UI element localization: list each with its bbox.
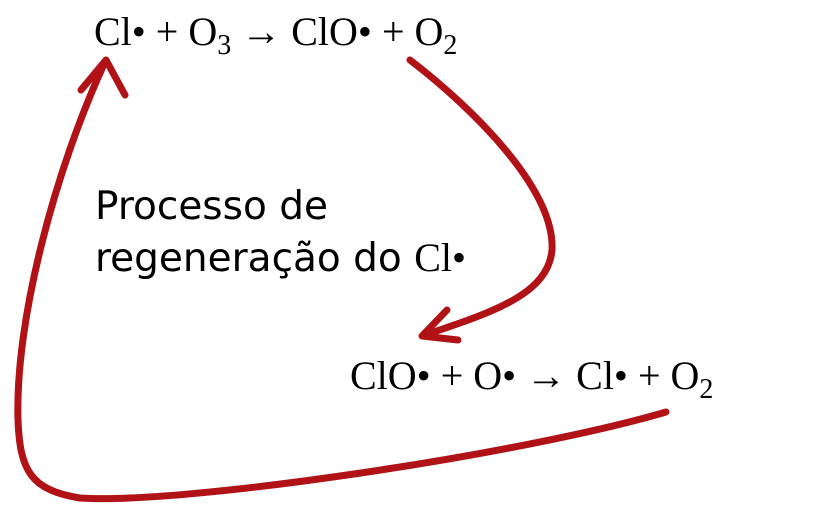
plus-sign: + — [381, 9, 405, 54]
caption-text: regeneração do — [95, 236, 402, 281]
reaction-arrow: → — [241, 9, 282, 54]
arrow-cl-regeneration — [14, 58, 670, 503]
arrowhead-cl-regeneration — [77, 56, 129, 99]
arrowhead-clo-to-reaction-2 — [418, 306, 462, 344]
product-oxygen: O2 — [670, 353, 714, 405]
reaction-1: Cl• + O3 → ClO• + O2 — [94, 9, 458, 61]
reaction-2: ClO• + O• → Cl• + O2 — [350, 353, 714, 405]
caption-line-2: regeneração do Cl• — [95, 235, 466, 281]
plus-sign: + — [637, 353, 661, 398]
caption-line-1: Processo de — [95, 184, 328, 229]
reactant-o-radical: O• — [473, 353, 517, 398]
arrow-clo-to-reaction-2 — [406, 56, 556, 339]
plus-sign: + — [155, 9, 179, 54]
reactant-ozone: O3 — [188, 9, 232, 61]
plus-sign: + — [440, 353, 464, 398]
reactant-cl-radical: Cl• — [94, 9, 146, 54]
product-clo-radical: ClO• — [291, 9, 372, 54]
caption-species: Cl• — [414, 235, 466, 280]
reaction-arrow: → — [526, 353, 567, 398]
product-cl-radical: Cl• — [576, 353, 628, 398]
product-oxygen: O2 — [414, 9, 458, 61]
reactant-clo-radical: ClO• — [350, 353, 431, 398]
